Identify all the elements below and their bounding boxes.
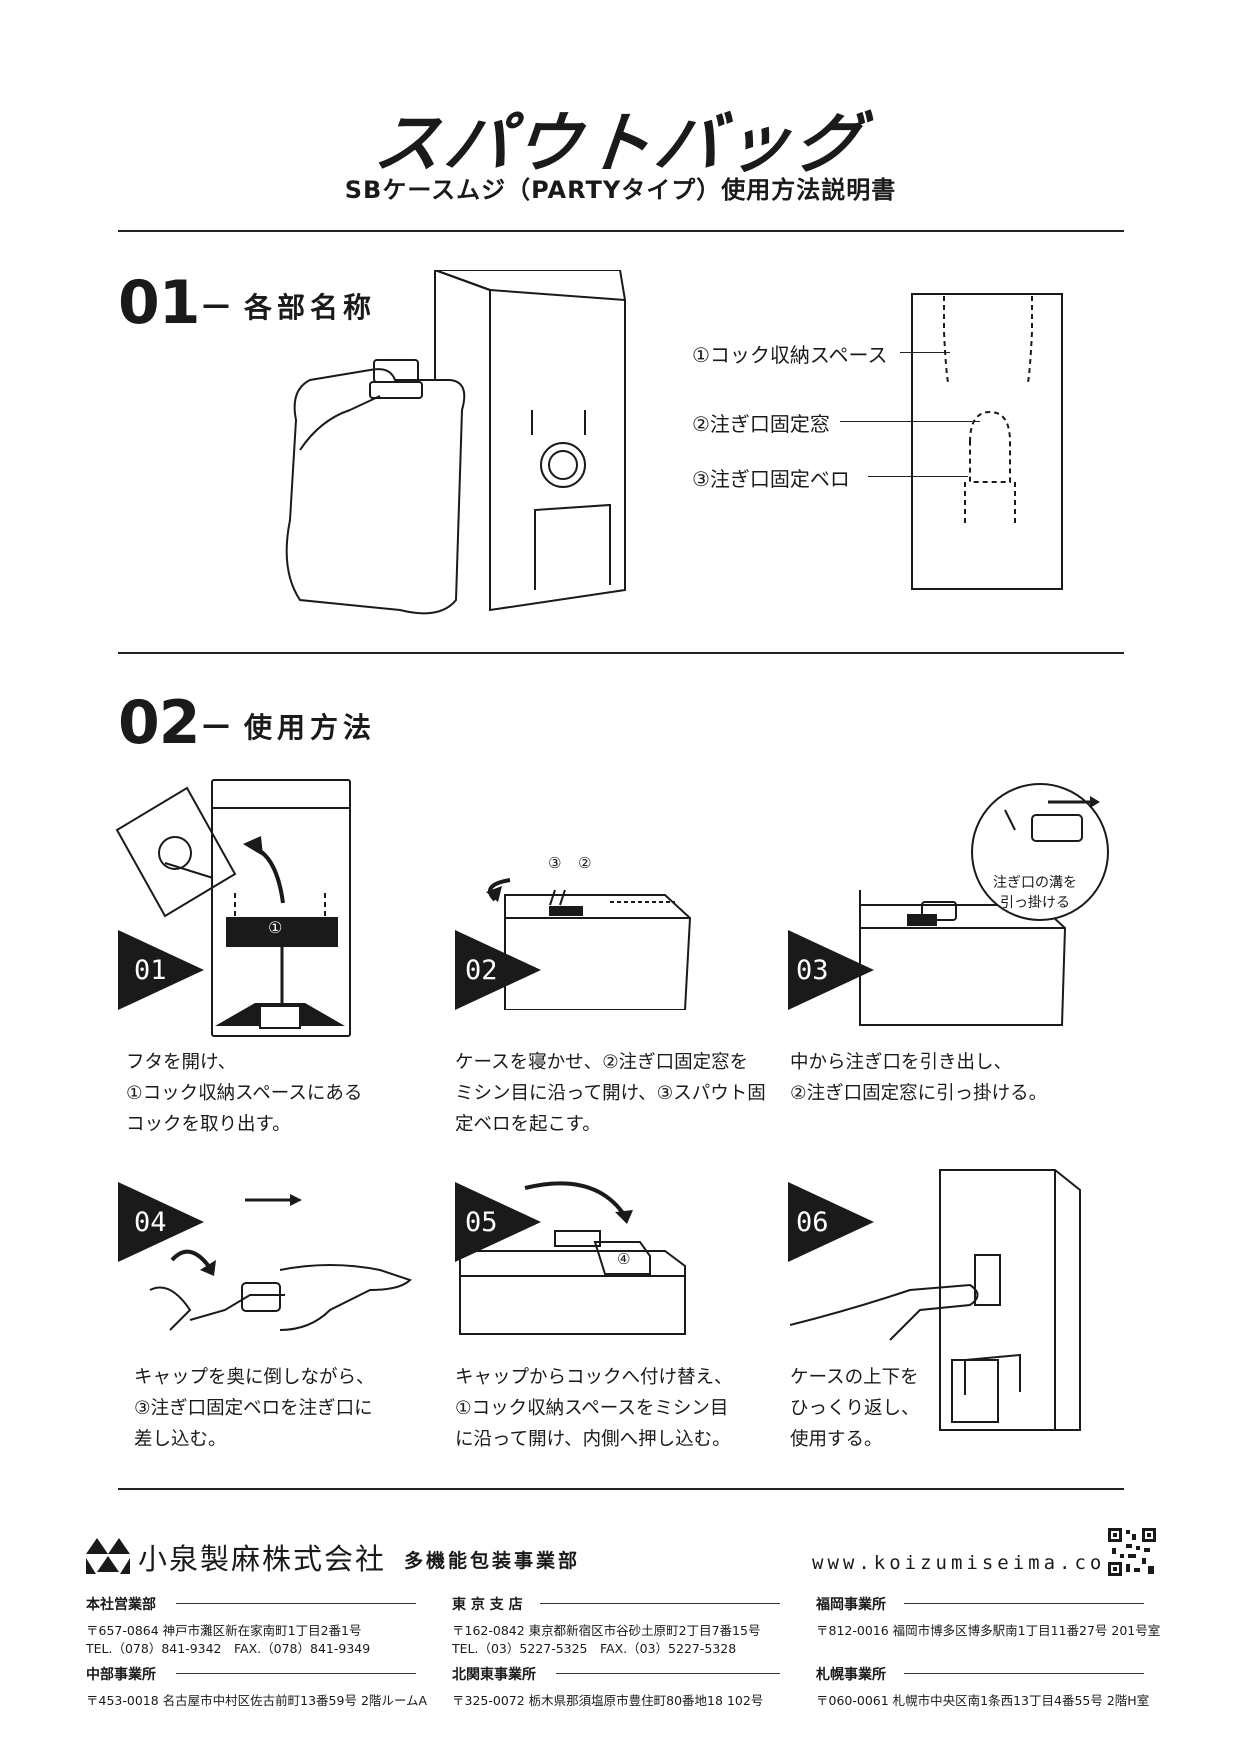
section-dash: — — [202, 708, 230, 741]
office-name: 札幌事業所 — [816, 1667, 886, 1683]
company-logo-icon — [86, 1538, 130, 1574]
section-title: 各部名称 — [244, 291, 377, 324]
step-number: 06 — [796, 1207, 829, 1238]
case-front-diagram — [911, 293, 1063, 590]
step-03-callout: 注ぎ口の溝を 引っ掛ける — [993, 875, 1077, 911]
step-04-text: キャップを奥に倒しながら、 ③注ぎ口固定ベロを注ぎ口に 差し込む。 — [134, 1367, 375, 1450]
office-address: 〒162-0842 東京都新宿区市谷砂土原町2丁目7番15号 — [452, 1623, 761, 1638]
divider — [118, 652, 1124, 654]
divider — [118, 1488, 1124, 1490]
office-name: 中部事業所 — [86, 1667, 156, 1683]
website-link[interactable]: www.koizumiseima.co.jp — [812, 1552, 1152, 1574]
section-title: 使用方法 — [244, 711, 377, 744]
part-label-spout-window: ②注ぎ口固定窓 — [692, 412, 830, 436]
office-address: 〒060-0061 札幌市中央区南1条西13丁目4番55号 2階H室 — [816, 1693, 1150, 1708]
step-06-text: ケースの上下を ひっくり返し、 使用する。 — [790, 1367, 920, 1450]
marker-label: ② — [578, 854, 592, 872]
step-05-illustration — [459, 1181, 686, 1335]
office-address: 〒325-0072 栃木県那須塩原市豊住町80番地18 102号 — [452, 1693, 764, 1708]
office-address: 〒657-0864 神戸市灘区新在家南町1丁目2番1号 — [86, 1623, 362, 1638]
office-rule — [904, 1673, 1144, 1674]
page-subtitle: SBケースムジ（PARTYタイプ）使用方法説明書 — [344, 176, 897, 204]
part-label-spout-tab: ③注ぎ口固定ベロ — [692, 467, 850, 491]
marker-label: ③ — [548, 854, 562, 872]
step-03-text: 中から注ぎ口を引き出し、 ②注ぎ口固定窓に引っ掛ける。 — [790, 1052, 1048, 1104]
part-label-cock-storage: ①コック収納スペース — [692, 343, 888, 367]
leader-line — [900, 352, 950, 353]
step-badge-06 — [788, 1182, 874, 1262]
section-number: 02 — [118, 688, 200, 758]
qr-code — [1108, 1528, 1156, 1576]
step-badge-04 — [118, 1182, 204, 1262]
leader-line — [840, 421, 980, 422]
office-rule — [176, 1673, 416, 1674]
step-01-text: フタを開け、 ①コック収納スペースにある コックを取り出す。 — [126, 1052, 363, 1135]
office-address: 〒453-0018 名古屋市中村区佐古前町13番59号 2階ルームA — [86, 1693, 428, 1708]
step-02-text: ケースを寝かせ、②注ぎ口固定窓を ミシン目に沿って開け、③スパウト固 定ベロを起… — [455, 1052, 766, 1135]
step-number: 02 — [465, 955, 498, 986]
step-02-illustration — [486, 878, 692, 1010]
step-01-illustration — [115, 779, 351, 1037]
step-03-illustration — [859, 783, 1109, 1026]
step-number: 01 — [134, 955, 167, 986]
office-name: 北関東事業所 — [452, 1667, 536, 1683]
step-06-illustration — [790, 1169, 1081, 1431]
step-badge-03 — [788, 930, 874, 1010]
office-rule — [904, 1603, 1144, 1604]
office-address: 〒812-0016 福岡市博多区博多駅南1丁目11番27号 201号室 — [816, 1623, 1161, 1638]
office-name: 東 京 支 店 — [452, 1597, 523, 1613]
step-badge-01 — [118, 930, 204, 1010]
office-rule — [176, 1603, 416, 1604]
bag-and-case-illustration — [285, 270, 626, 615]
marker-label: ① — [268, 918, 283, 937]
leader-line — [868, 476, 968, 477]
office-rule — [556, 1673, 780, 1674]
office-phone: TEL.（03）5227-5325 FAX.（03）5227-5328 — [452, 1641, 737, 1656]
marker-label: ④ — [617, 1250, 631, 1268]
step-badge-02 — [455, 930, 541, 1010]
office-rule — [540, 1603, 780, 1604]
office-name: 福岡事業所 — [816, 1597, 886, 1613]
step-05-text: キャップからコックへ付け替え、 ①コック収納スペースをミシン目 に沿って開け、内… — [455, 1367, 733, 1450]
office-phone: TEL.（078）841-9342 FAX.（078）841-9349 — [86, 1641, 371, 1656]
section-dash: — — [202, 288, 230, 321]
step-number: 04 — [134, 1207, 167, 1238]
division-name: 多機能包装事業部 — [404, 1550, 581, 1572]
company-name: 小泉製麻株式会社 — [138, 1542, 387, 1576]
step-number: 03 — [796, 955, 829, 986]
divider — [118, 230, 1124, 232]
office-name: 本社営業部 — [86, 1597, 156, 1613]
step-badge-05 — [455, 1182, 541, 1262]
section-number: 01 — [118, 268, 200, 338]
step-04-illustration — [149, 1194, 412, 1331]
step-number: 05 — [465, 1207, 498, 1238]
